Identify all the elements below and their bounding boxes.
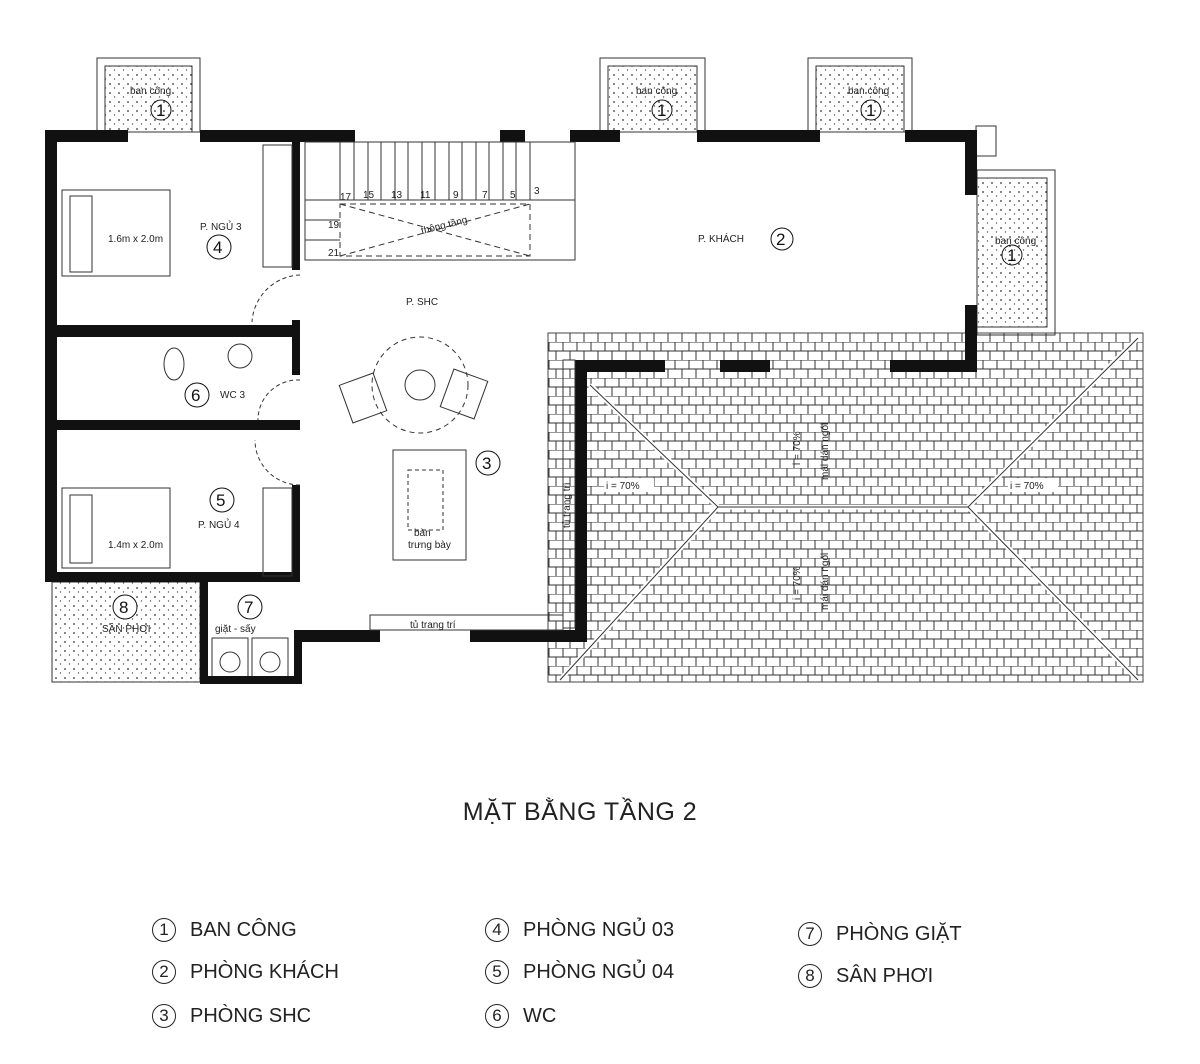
svg-text:4: 4 (213, 238, 222, 257)
balcony-labels: ban công 1 ban công 1 ban công 1 ban côn… (130, 86, 1036, 266)
balconies (96, 57, 1056, 336)
svg-text:17: 17 (340, 192, 352, 203)
floor-plan: i = 70% i = 70% i = 70% mái dán ngói i =… (45, 57, 1144, 684)
roof-label-top: mái dán ngói (820, 423, 831, 480)
bedroom3-label: P. NGỦ 3 (200, 220, 242, 233)
svg-text:3: 3 (534, 186, 540, 197)
roof: i = 70% i = 70% i = 70% mái dán ngói i =… (547, 332, 1144, 683)
wc-label: WC 3 (220, 390, 245, 401)
svg-text:7: 7 (244, 598, 253, 617)
roof-slope-left: i = 70% (606, 481, 640, 492)
drying-label: SÂN PHƠI (102, 622, 151, 635)
living-room-label: P. KHÁCH (698, 232, 744, 245)
svg-text:15: 15 (363, 190, 375, 201)
roof-slope-bottom: i = 70% (792, 566, 803, 600)
svg-text:ban công: ban công (130, 86, 171, 97)
staircase (262, 141, 576, 577)
roof-label-bottom: mái dán ngói (820, 553, 831, 610)
svg-text:1: 1 (156, 101, 165, 120)
svg-text:1: 1 (657, 101, 666, 120)
bed3-size: 1.6m x 2.0m (108, 234, 163, 245)
family-room-label: P. SHC (406, 297, 438, 308)
svg-text:ban công: ban công (636, 86, 677, 97)
svg-text:9: 9 (453, 190, 459, 201)
svg-text:7: 7 (482, 190, 488, 201)
svg-text:1: 1 (1007, 246, 1016, 265)
svg-text:21: 21 (328, 248, 340, 259)
cabinet-label-bottom: tủ trang trí (410, 619, 456, 631)
svg-text:13: 13 (391, 190, 403, 201)
stair-numbers: 17 15 13 11 9 7 5 3 19 21 thông tầng (328, 186, 540, 259)
cabinet-label-side: tủ trang trí (561, 482, 573, 528)
svg-text:ban công: ban công (848, 86, 889, 97)
svg-text:2: 2 (776, 230, 785, 249)
washing-machines (211, 637, 289, 679)
roof-slope-top: i = 70% (792, 431, 803, 465)
display-table-line1: bàn (414, 528, 431, 539)
bed4-size: 1.4m x 2.0m (108, 540, 163, 551)
roof-slope-right: i = 70% (1010, 481, 1044, 492)
furniture (61, 189, 576, 631)
svg-text:ban công: ban công (995, 236, 1036, 247)
plan-title: MẶT BẰNG TẦNG 2 (462, 798, 698, 826)
svg-text:5: 5 (510, 190, 516, 201)
svg-text:8: 8 (119, 598, 128, 617)
svg-text:11: 11 (420, 190, 431, 201)
svg-text:1: 1 (866, 101, 875, 120)
walls (45, 130, 977, 684)
room-labels: P. KHÁCH 2 P. SHC 3 P. NGỦ 3 4 1.6m x 2.… (102, 220, 794, 635)
bedroom4-label: P. NGỦ 4 (198, 518, 240, 531)
void-label: thông tầng (420, 214, 469, 237)
svg-text:5: 5 (216, 491, 225, 510)
svg-text:3: 3 (482, 454, 491, 473)
svg-text:6: 6 (191, 386, 200, 405)
laundry-label: giặt - sấy (215, 623, 256, 635)
display-table-line2: trưng bày (408, 540, 451, 551)
svg-text:19: 19 (328, 220, 340, 231)
